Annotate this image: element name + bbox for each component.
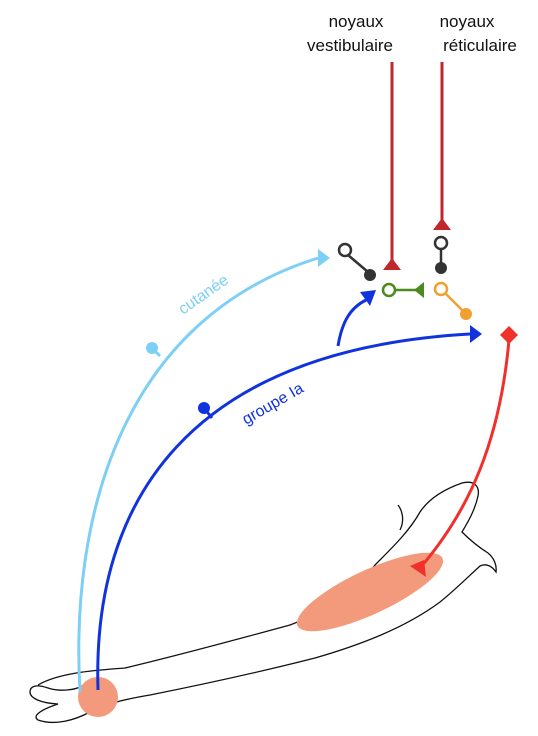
neuron-body-icon: [435, 262, 447, 274]
vestibular-label-line1: noyaux: [329, 12, 384, 31]
inhibitory-terminal-icon: [433, 281, 449, 297]
interneuron-dark-1: [337, 242, 376, 281]
vestibular-terminal: [383, 258, 401, 270]
cutaneous-label: cutanée: [176, 272, 232, 319]
cutaneous-afferent: [77, 256, 319, 693]
interneuron-green: [381, 282, 424, 298]
inhibitory-terminal-icon: [381, 282, 397, 298]
motor-terminal-diamond-icon: [500, 326, 518, 344]
motor-neuron: [410, 326, 518, 577]
neuron-body-icon: [460, 308, 472, 320]
group-ia-terminal-motor: [470, 325, 482, 343]
thigh-muscle: [296, 552, 444, 632]
group-ia-cell-body: [198, 402, 210, 414]
limb-upper-contour: [397, 504, 404, 531]
cutaneous-cell-body: [146, 342, 158, 354]
reticular-terminal: [433, 218, 451, 230]
group-ia-afferent: [96, 332, 471, 691]
excitatory-terminal-icon: [414, 282, 424, 298]
inhibitory-terminal-icon: [433, 235, 449, 251]
inhibitory-terminal-icon: [337, 242, 353, 258]
motor-axon: [418, 339, 511, 569]
group-ia-label: groupe Ia: [240, 380, 307, 429]
interneuron-dark-2: [433, 235, 449, 274]
cutaneous-terminal: [318, 249, 330, 267]
interneuron-orange: [433, 281, 472, 320]
group-ia-terminal-interneuron: [360, 290, 376, 306]
group-ia-collateral: [336, 298, 367, 347]
foot-receptor: [78, 677, 118, 717]
neuron-body-icon: [364, 269, 376, 281]
motor-endplate-terminal: [410, 560, 426, 577]
reticular-label-line2: réticulaire: [443, 36, 517, 55]
reticular-label-line1: noyaux: [440, 12, 495, 31]
vestibular-label-line2: vestibulaire: [307, 36, 393, 55]
